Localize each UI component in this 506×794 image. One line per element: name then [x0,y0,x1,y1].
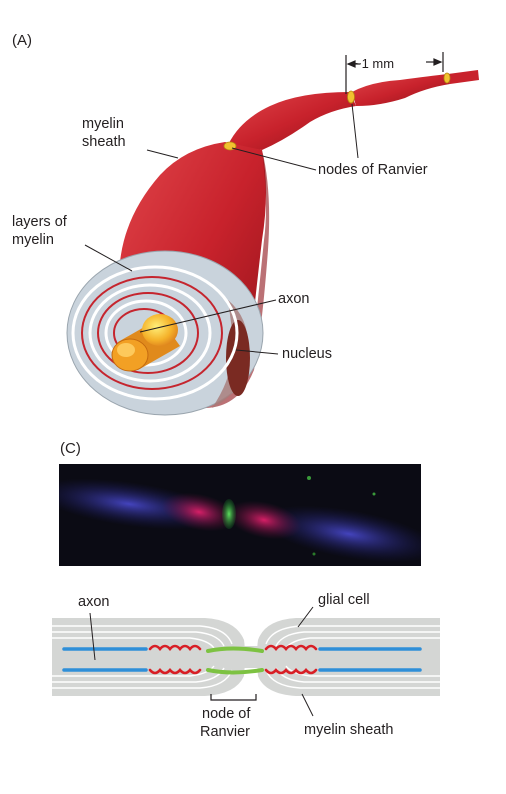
label-axon-c: axon [78,594,110,610]
axon-core [111,314,180,372]
label-node-of-ranvier-line1: node of [202,706,251,722]
panel-a-label: (A) [12,32,32,49]
node-of-ranvier-2 [347,90,355,104]
paranodal-junctions [148,644,318,675]
node-of-ranvier-3 [443,72,451,84]
label-nucleus: nucleus [282,346,332,362]
node-membrane [206,646,264,675]
nucleus-shape [226,320,250,396]
scale-label: ~1 mm [354,56,395,71]
axon-middle-segment [228,92,356,150]
myelin-lamellae [52,625,440,689]
axon-membrane-lines [62,647,422,672]
label-axon-a: axon [278,291,310,307]
label-nodes-of-ranvier: nodes of Ranvier [318,162,428,178]
micrograph-node-signal [222,499,236,529]
fluorescence-micrograph [59,464,421,566]
label-myelin-sheath-line2: sheath [82,134,126,150]
axon-tip [448,70,479,84]
panel-c-schematic [52,606,440,717]
axon-distal-segment [352,74,450,106]
label-node-of-ranvier-line2: Ranvier [200,724,250,740]
label-myelin-sheath-line1: myelin [82,116,124,132]
panel-c-label: (C) [60,440,81,457]
scale-bar [345,52,444,94]
label-layers-of-myelin-line2: myelin [12,232,54,248]
label-myelin-sheath-c: myelin sheath [304,722,394,738]
leader-lines [84,103,359,355]
label-layers-of-myelin-line1: layers of [12,214,67,230]
label-glial-cell: glial cell [318,592,370,608]
node-bracket [210,694,257,701]
axon-channel [52,646,440,668]
